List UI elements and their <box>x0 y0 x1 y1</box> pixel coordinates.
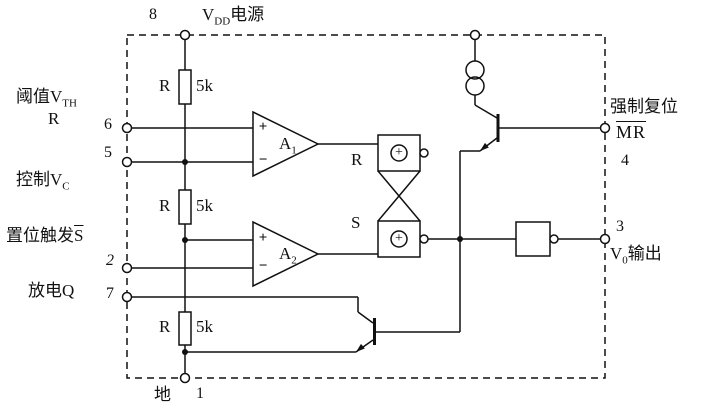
pin3-terminal <box>599 233 611 245</box>
a2-minus-sign: − <box>258 258 268 274</box>
mr-bar-text: MR <box>616 122 647 142</box>
ff-gate-r-box <box>377 134 421 172</box>
pin7-number: 7 <box>106 285 114 302</box>
a1-name: A <box>279 134 292 153</box>
pin1-terminal <box>179 372 191 384</box>
a2-label: A2 <box>279 244 297 267</box>
pin4-number: 4 <box>621 152 629 169</box>
threshold-label: 阈值VTH <box>16 87 77 110</box>
a1-minus-sign: − <box>258 152 268 168</box>
pin6-number: 6 <box>104 116 112 133</box>
ground-label: 地 <box>154 385 171 404</box>
a2-plus-sign: + <box>258 230 268 246</box>
pin2-number: 2 <box>106 252 114 269</box>
a2-subscript: 2 <box>291 254 297 267</box>
junction-dot-ground-node <box>182 349 188 355</box>
output-symbol: V <box>610 244 623 263</box>
vdd-rail-terminal <box>469 29 481 41</box>
junction-dot-divider-node <box>182 237 188 243</box>
wire-ff-cross-2 <box>377 170 421 222</box>
ff-gate-r-symbol-circle <box>390 144 408 162</box>
reset-transistor-collector <box>474 104 498 119</box>
reset-emitter-arrow <box>480 142 489 151</box>
resistor-r2-body <box>178 189 192 225</box>
resistor-r1-body <box>178 69 192 105</box>
pin2-terminal <box>121 262 133 274</box>
vdd-subscript: DD <box>214 15 231 28</box>
ff-gate-s-plus: + <box>395 231 403 246</box>
pin8-number: 8 <box>149 6 157 23</box>
pin3-number: 3 <box>616 218 624 235</box>
discharge-label: 放电Q <box>28 281 75 300</box>
ff-s-input-label: S <box>351 213 361 232</box>
output-suffix: 输出 <box>627 244 662 263</box>
ic-boundary <box>126 34 606 379</box>
vdd-label: VDD电源 <box>202 5 264 28</box>
resistor-r2-value: 5k <box>196 196 213 215</box>
trigger-text: 置位触发 <box>6 226 74 245</box>
pin4-terminal <box>599 122 611 134</box>
resistor-r1-name: R <box>159 76 171 95</box>
pin7-terminal <box>121 291 133 303</box>
discharge-emitter-arrow <box>356 343 365 352</box>
control-subscript: C <box>62 180 70 193</box>
resistor-r1-value: 5k <box>196 76 213 95</box>
output-subscript: 0 <box>622 254 628 267</box>
trigger-label: 置位触发S <box>6 226 83 246</box>
pin5-terminal <box>121 156 133 168</box>
ff-r-input-label: R <box>351 150 363 169</box>
threshold-text: 阈值V <box>16 87 63 106</box>
a2-name: A <box>279 244 292 263</box>
resistor-r3-body <box>178 311 192 346</box>
a1-subscript: 1 <box>291 144 297 157</box>
output-inverter-bubble <box>549 234 559 244</box>
discharge-transistor-collector <box>357 311 374 324</box>
threshold-subscript: TH <box>62 97 77 110</box>
control-label: 控制VC <box>16 170 70 193</box>
comparator-a1-triangle <box>252 110 320 178</box>
resistor-r3-value: 5k <box>196 317 213 336</box>
pin6-terminal <box>121 122 133 134</box>
ff-gate-s-bubble <box>419 234 429 244</box>
ff-gate-r-bubble <box>419 148 429 158</box>
a1-label: A1 <box>279 134 297 157</box>
junction-dot-output-node <box>457 236 463 242</box>
a1-plus-sign: + <box>258 119 268 135</box>
junction-dot-control-node <box>182 159 188 165</box>
comparator-a2-triangle <box>252 220 320 288</box>
pin5-number: 5 <box>104 144 112 161</box>
ff-gate-s-symbol-circle <box>390 230 408 248</box>
threshold-r-label: R <box>48 109 60 128</box>
output-label: V0输出 <box>610 244 662 267</box>
output-inverter-box <box>515 221 551 257</box>
reset-label: 强制复位 <box>610 97 678 116</box>
current-source-circle-1 <box>465 60 485 80</box>
vdd-symbol: V <box>202 5 215 24</box>
trigger-s-bar: S <box>74 226 84 245</box>
resistor-r2-name: R <box>159 196 171 215</box>
pin8-terminal <box>179 29 191 41</box>
pin1-number: 1 <box>196 385 204 402</box>
vdd-suffix: 电源 <box>230 5 265 24</box>
mr-label: MR <box>616 122 646 143</box>
control-text: 控制V <box>16 170 63 189</box>
resistor-r3-name: R <box>159 317 171 336</box>
ff-gate-r-plus: + <box>395 145 403 160</box>
